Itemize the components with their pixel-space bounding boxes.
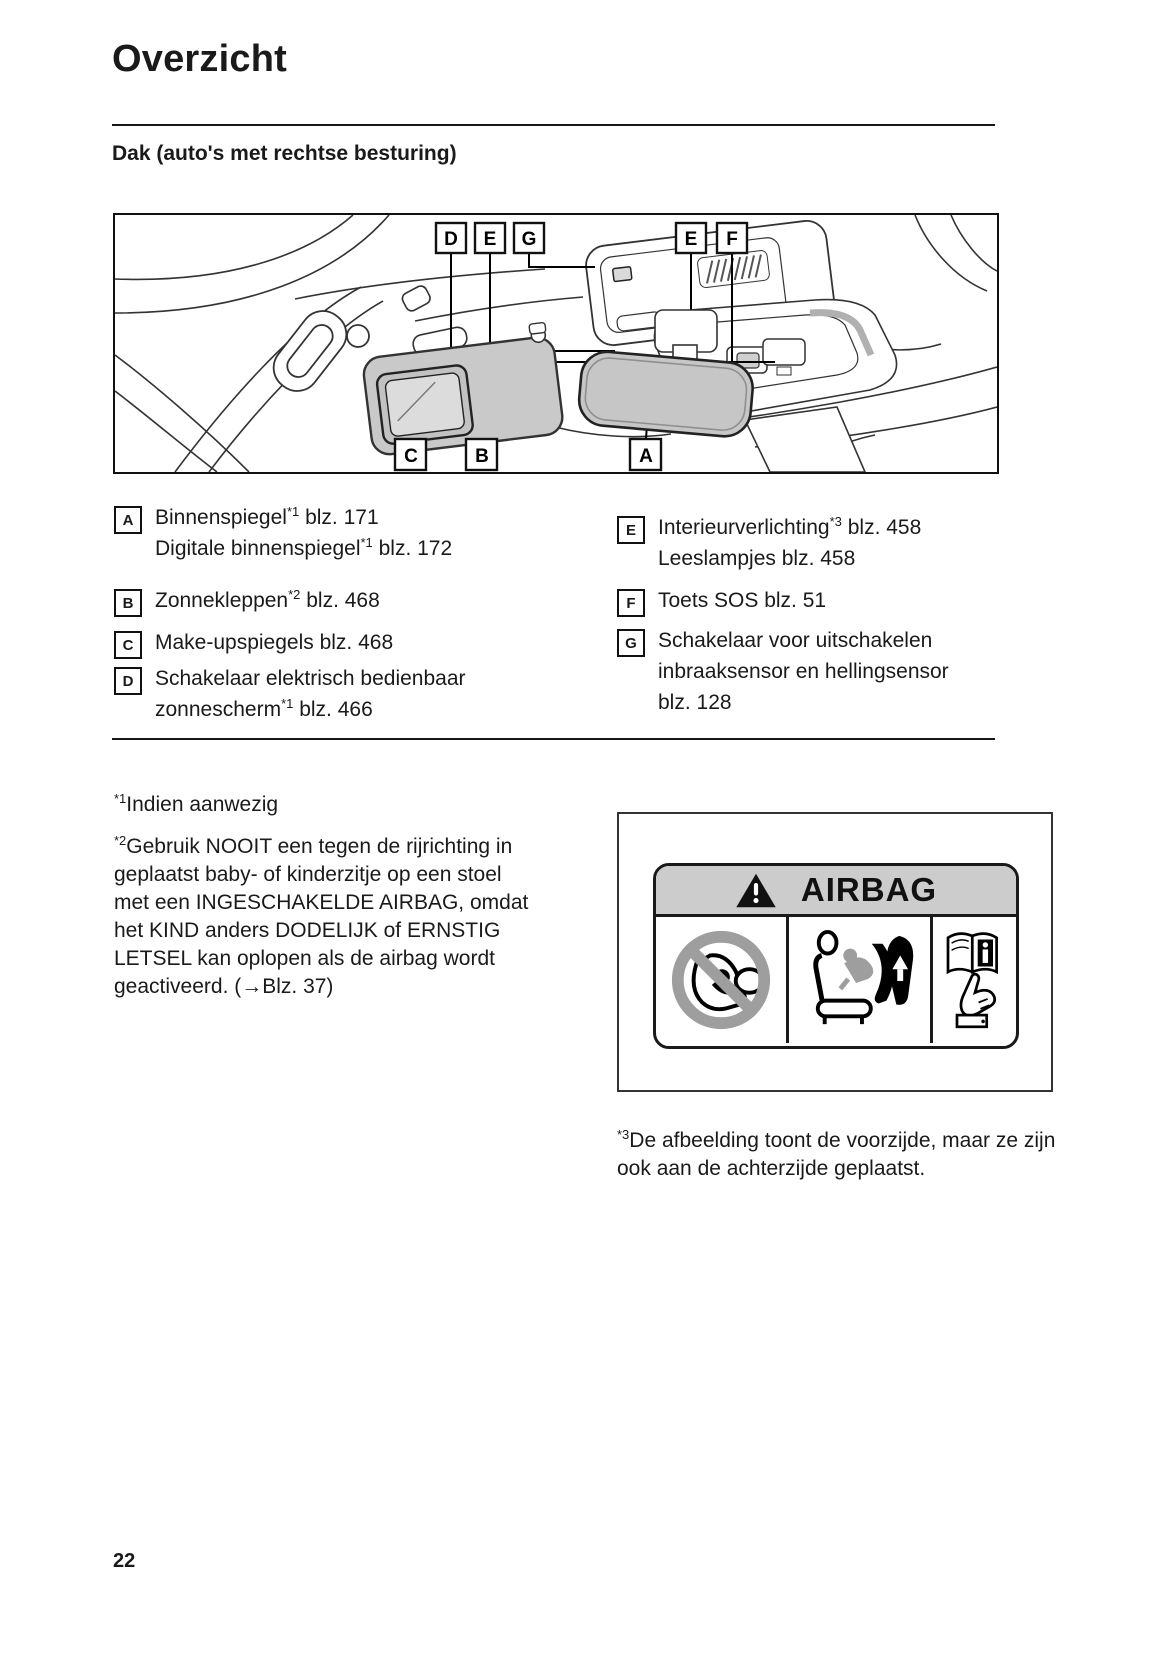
footnote-text: Indien aanwezig — [126, 793, 279, 816]
legend-text: zonnescherm*1 blz. 466 — [155, 694, 466, 725]
footnote-ref: *1 — [360, 535, 373, 550]
roof-clip — [401, 285, 431, 312]
legend-text-part: Zonnekleppen — [155, 589, 289, 612]
legend-text-part: blz. 468 — [300, 589, 380, 612]
page-title: Overzicht — [112, 38, 287, 80]
airbag-label-header: AIRBAG — [656, 866, 1016, 917]
legend-text-part: blz. 128 — [658, 691, 732, 714]
legend-text: Make-upspiegels blz. 468 — [155, 627, 393, 658]
callout-D: D — [444, 229, 458, 250]
footnote-text: Gebruik NOOIT een tegen de rijrichting i… — [114, 835, 529, 998]
legend-item-G: G Schakelaar voor uitschakelen inbraakse… — [617, 625, 949, 718]
footnote-ref: *3 — [829, 514, 842, 529]
divider-middle — [112, 738, 995, 740]
legend-text: inbraaksensor en hellingsensor — [658, 656, 949, 687]
legend-item-D: D Schakelaar elektrisch bedienbaar zonne… — [114, 663, 466, 725]
legend-text: blz. 128 — [658, 687, 949, 718]
footnote-text: De afbeelding toont de voorzijde, maar z… — [617, 1129, 1056, 1180]
airbag-label-title: AIRBAG — [800, 871, 938, 908]
legend-text-part: Binnenspiegel — [155, 506, 287, 529]
legend-text-part: Interieurverlichting — [658, 516, 830, 539]
legend-item-F: F Toets SOS blz. 51 — [617, 585, 826, 617]
callout-E-left: E — [484, 229, 497, 250]
legend-text-part: Digitale binnenspiegel — [155, 537, 361, 560]
footnote-2: *2Gebruik NOOIT een tegen de rijrichting… — [114, 833, 532, 1001]
legend-text-part: Make-upspiegels blz. 468 — [155, 631, 394, 654]
legend-text: Interieurverlichting*3 blz. 458 — [658, 512, 921, 543]
legend-text: Toets SOS blz. 51 — [658, 585, 826, 616]
callout-F: F — [726, 229, 738, 250]
legend-text-part: blz. 466 — [293, 698, 373, 721]
legend-letter-E: E — [617, 516, 645, 544]
callout-G: G — [522, 229, 537, 250]
legend-text: Binnenspiegel*1 blz. 171 — [155, 502, 452, 533]
divider-top — [112, 124, 995, 126]
legend-text: Digitale binnenspiegel*1 blz. 172 — [155, 533, 452, 564]
rearview-mirror — [577, 350, 754, 438]
footnote-ref: *1 — [281, 696, 294, 711]
legend-item-E: E Interieurverlichting*3 blz. 458 Leesla… — [617, 512, 921, 574]
warning-triangle-icon — [736, 873, 776, 907]
legend-text-part: Schakelaar elektrisch bedienbaar — [155, 667, 466, 690]
legend-text-part: Schakelaar voor uitschakelen — [658, 629, 933, 652]
legend-letter-A: A — [114, 506, 142, 534]
legend-letter-F: F — [617, 589, 645, 617]
legend-text: Schakelaar voor uitschakelen — [658, 625, 949, 656]
footnote-marker: *3 — [617, 1127, 630, 1142]
console-highlight — [809, 309, 875, 357]
footnote-ref: *1 — [286, 504, 300, 519]
legend-text-part: blz. 171 — [299, 506, 379, 529]
no-rear-facing-child-seat-icon — [656, 917, 789, 1043]
legend-text: Leeslampjes blz. 458 — [658, 543, 921, 574]
legend-letter-C: C — [114, 631, 142, 659]
sun-visor — [362, 322, 564, 456]
legend-text-part: inbraaksensor en hellingsensor — [658, 660, 949, 683]
roof-diagram: D E G E F C B A — [115, 215, 997, 472]
legend-text-part: blz. 172 — [372, 537, 453, 560]
legend-text: Zonnekleppen*2 blz. 468 — [155, 585, 380, 616]
legend-text: Schakelaar elektrisch bedienbaar — [155, 663, 466, 694]
airbag-deployment-icon — [789, 917, 933, 1043]
footnote-1: *1Indien aanwezig — [114, 791, 584, 819]
legend-item-C: C Make-upspiegels blz. 468 — [114, 627, 393, 659]
legend-text-part: zonnescherm — [155, 698, 282, 721]
airbag-warning-figure: AIRBAG — [617, 812, 1053, 1092]
hazard-sensor-button — [612, 266, 633, 283]
diagram-callouts-top: D E G E F — [434, 221, 749, 255]
roof-diagram-figure: D E G E F C B A — [113, 213, 999, 474]
read-manual-icon — [933, 917, 1016, 1043]
mirror-housing — [654, 309, 866, 472]
section-heading: Dak (auto's met rechtse besturing) — [112, 142, 457, 165]
legend-item-A: A Binnenspiegel*1 blz. 171 Digitale binn… — [114, 502, 452, 564]
footnote-ref: *2 — [288, 587, 301, 602]
callout-B: B — [475, 446, 489, 467]
sensor-unit — [736, 352, 760, 369]
legend-item-B: B Zonnekleppen*2 blz. 468 — [114, 585, 380, 617]
legend-letter-D: D — [114, 667, 142, 695]
airbag-label-panels — [656, 917, 1016, 1043]
grab-handle — [272, 310, 348, 392]
page-number: 22 — [113, 1550, 136, 1572]
footnote-3: *3De afbeelding toont de voorzijde, maar… — [617, 1127, 1065, 1183]
callout-C: C — [404, 446, 418, 467]
legend-text-part: Toets SOS blz. 51 — [658, 589, 827, 612]
callout-E-right: E — [685, 229, 698, 250]
footnote-marker: *2 — [114, 833, 127, 848]
callout-A: A — [639, 446, 653, 467]
footnote-marker: *1 — [114, 791, 127, 806]
diagram-callouts-bottom: C B A — [393, 437, 663, 472]
airbag-warning-label: AIRBAG — [653, 863, 1019, 1049]
legend-letter-B: B — [114, 589, 142, 617]
legend-letter-G: G — [617, 629, 645, 657]
legend-text-part: blz. 458 — [841, 516, 922, 539]
legend-text-part: Leeslampjes blz. 458 — [658, 547, 856, 570]
visor-hook — [346, 324, 370, 348]
